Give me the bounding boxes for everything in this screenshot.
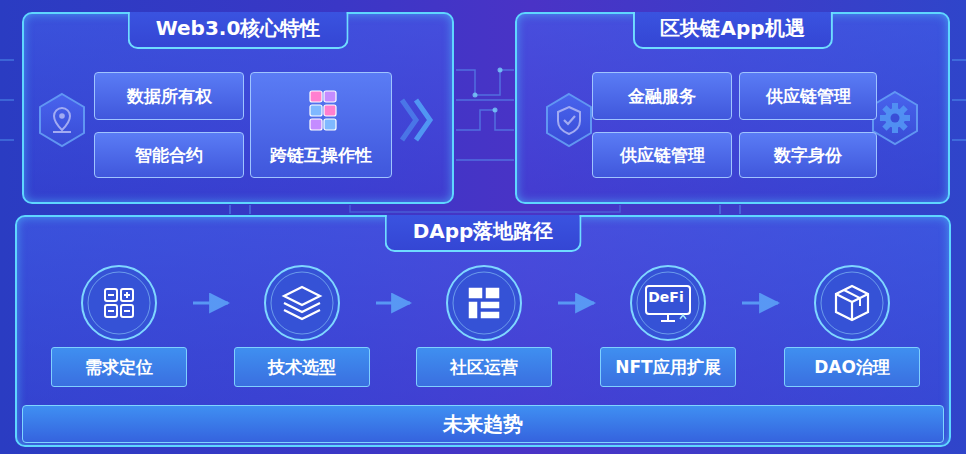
node-label: NFT应用扩展: [615, 356, 720, 379]
step-label-box: DAO治理: [784, 347, 920, 387]
panel-title-tab: Web3.0核心特性: [128, 12, 349, 49]
panel-title-tab: 区块链App机遇: [632, 12, 832, 49]
trend-bar: 未来趋势: [22, 405, 944, 443]
process-step: NFT应用扩展: [600, 263, 736, 387]
node-label: 跨链互操作性: [270, 144, 372, 167]
feature-box: 数据所有权: [94, 72, 244, 120]
icon-label: DeFi: [644, 287, 688, 307]
feature-box: 金融服务: [592, 72, 732, 120]
node-label: DAO治理: [814, 356, 890, 379]
process-step: DAO治理: [784, 263, 920, 387]
node-label: 供应链管理: [620, 144, 705, 167]
process-step: 社区运营: [416, 263, 552, 387]
node-label: 社区运营: [450, 356, 518, 379]
step-label-box: NFT应用扩展: [600, 347, 736, 387]
feature-box: 数字身份: [739, 132, 877, 178]
node-label: 需求定位: [85, 356, 153, 379]
panel-title: DApp落地路径: [413, 218, 554, 245]
panel-title-tab: DApp落地路径: [385, 215, 582, 252]
section-panel: Web3.0核心特性数据所有权智能合约 跨链互操作性: [22, 12, 454, 204]
node-label: 技术选型: [268, 356, 336, 379]
feature-box: 智能合约: [94, 132, 244, 178]
step-label-box: 社区运营: [416, 347, 552, 387]
step-icon: [444, 263, 524, 343]
node-label: 智能合约: [135, 144, 203, 167]
process-step: 技术选型: [234, 263, 370, 387]
step-icon: [262, 263, 342, 343]
section-panel: 区块链App机遇金融服务供应链管理供应链管理数字身份: [515, 12, 950, 204]
step-icon: [812, 263, 892, 343]
node-label: 数据所有权: [127, 85, 212, 108]
feature-box: 跨链互操作性: [250, 72, 392, 178]
step-label-box: 需求定位: [51, 347, 187, 387]
node-label: 未来趋势: [443, 411, 523, 438]
node-label: 金融服务: [628, 85, 696, 108]
process-step: 需求定位: [51, 263, 187, 387]
node-label: 供应链管理: [766, 85, 851, 108]
panel-title: 区块链App机遇: [660, 15, 804, 42]
feature-box: 供应链管理: [592, 132, 732, 178]
step-icon: [79, 263, 159, 343]
section-panel: DApp落地路径需求定位 技术选型 社区运营 NFT应用扩展 DAO治理未来趋势: [15, 215, 951, 447]
chain-icon: [282, 79, 362, 135]
feature-box: 供应链管理: [739, 72, 877, 120]
step-label-box: 技术选型: [234, 347, 370, 387]
panel-title: Web3.0核心特性: [156, 15, 321, 42]
node-label: 数字身份: [774, 144, 842, 167]
